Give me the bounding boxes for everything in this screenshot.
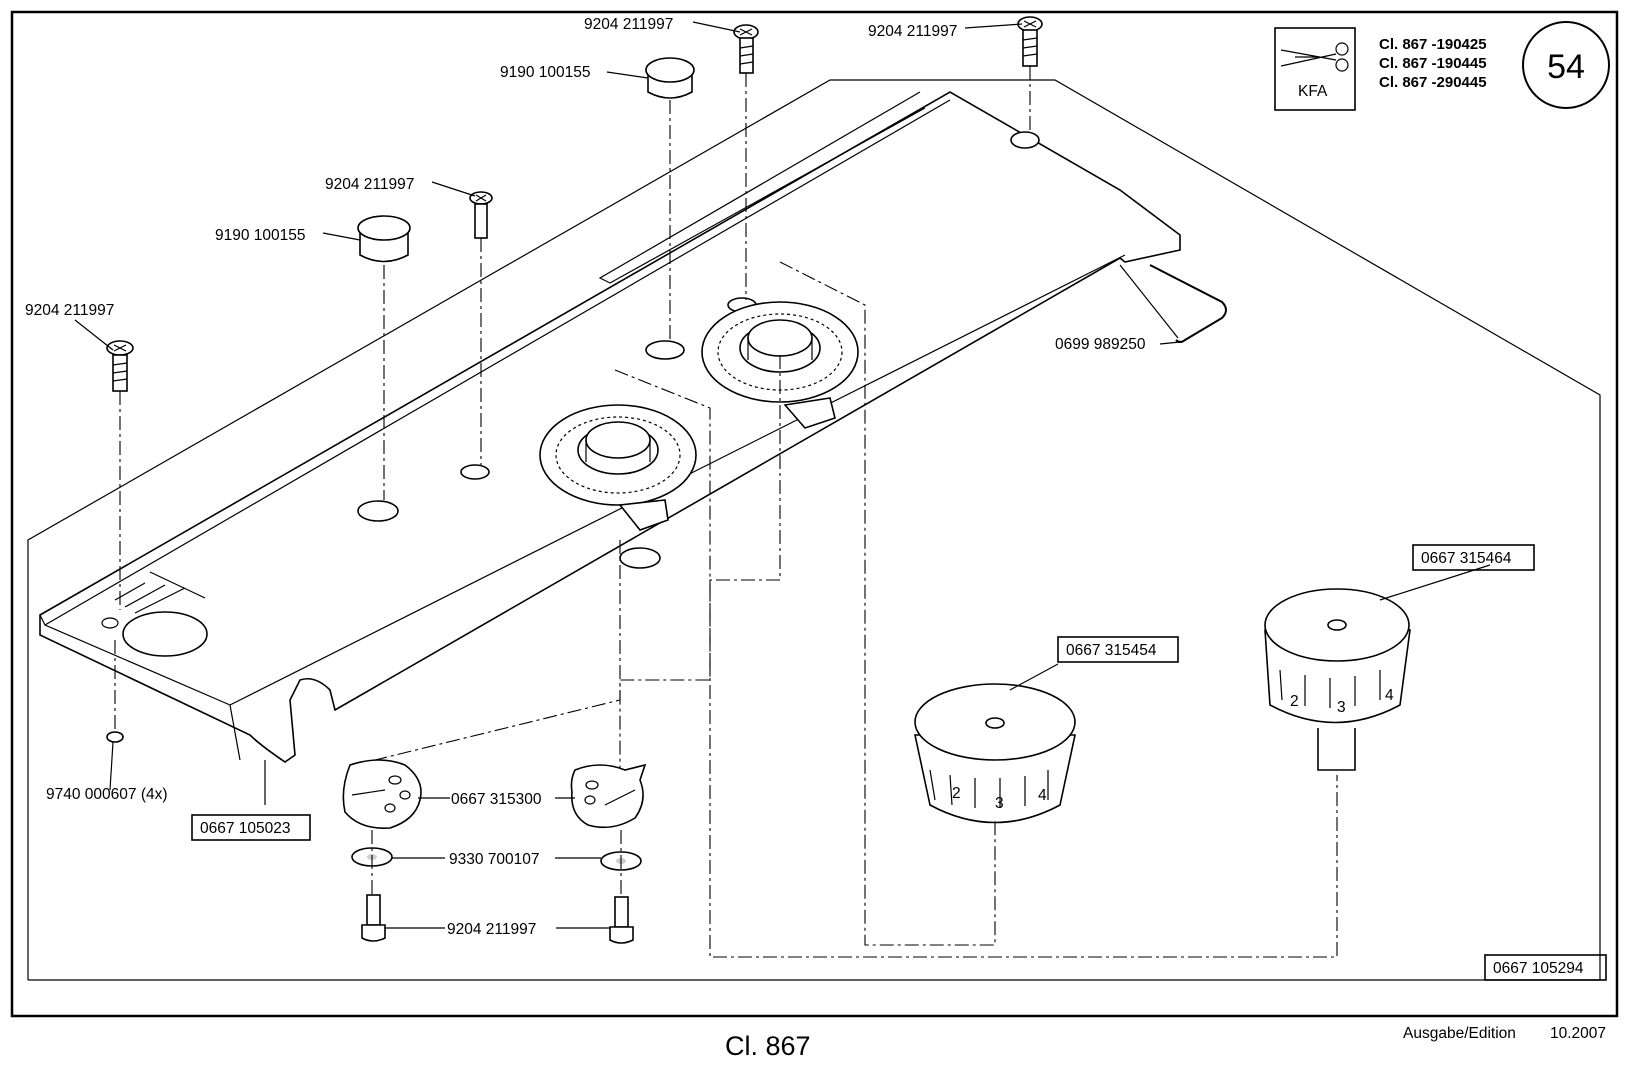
part-label-cover: 0667 105023 xyxy=(200,820,291,837)
screw-top-center xyxy=(734,25,758,73)
svg-text:3: 3 xyxy=(1337,699,1346,716)
part-label-washer: 9330 700107 xyxy=(449,851,540,868)
part-label-screw-bottom: 9204 211997 xyxy=(447,921,536,938)
svg-text:2: 2 xyxy=(952,785,961,802)
clip xyxy=(107,732,123,742)
edition-date: 10.2007 xyxy=(1550,1025,1606,1042)
class-line-1: Cl. 867 -190425 xyxy=(1379,36,1487,53)
part-label-screw-left: 9204 211997 xyxy=(25,302,114,319)
cap-mid xyxy=(358,216,410,262)
model-title: Cl. 867 xyxy=(725,1031,811,1061)
part-label-knob-large: 0667 315464 xyxy=(1421,550,1512,567)
part-label-cap-top: 9190 100155 xyxy=(500,64,591,81)
class-line-3: Cl. 867 -290445 xyxy=(1379,74,1487,91)
svg-text:3: 3 xyxy=(995,795,1004,812)
cam-plate-left xyxy=(343,760,421,828)
knob-large: 2 3 4 xyxy=(1265,589,1410,770)
allen-key xyxy=(1150,265,1226,342)
kfa-box: KFA xyxy=(1275,28,1355,110)
part-label-cap-mid: 9190 100155 xyxy=(215,227,306,244)
knob-small: 2 3 4 xyxy=(915,684,1075,823)
class-line-2: Cl. 867 -190445 xyxy=(1379,55,1487,72)
part-label-screw-top-center: 9204 211997 xyxy=(584,16,673,33)
screw-bottom-left xyxy=(362,895,385,941)
part-label-screw-top-right: 9204 211997 xyxy=(868,23,957,40)
svg-text:2: 2 xyxy=(1290,693,1299,710)
part-label-allen-key: 0699 989250 xyxy=(1055,336,1146,353)
part-label-knob-small: 0667 315454 xyxy=(1066,642,1157,659)
page-number: 54 xyxy=(1547,48,1585,86)
edition-label: Ausgabe/Edition xyxy=(1403,1025,1516,1042)
cam-plate-right xyxy=(571,765,645,827)
part-label-cam-plate: 0667 315300 xyxy=(451,791,542,808)
svg-text:4: 4 xyxy=(1038,787,1047,804)
screw-mid xyxy=(470,192,492,238)
kfa-label: KFA xyxy=(1298,83,1328,100)
svg-text:4: 4 xyxy=(1385,687,1394,704)
screw-bottom-right xyxy=(610,897,633,943)
part-label-clip: 9740 000607 (4x) xyxy=(46,786,168,803)
part-label-assembly: 0667 105294 xyxy=(1493,960,1584,977)
part-label-screw-mid: 9204 211997 xyxy=(325,176,414,193)
cap-top xyxy=(646,58,694,98)
scissors-icon xyxy=(1281,43,1348,71)
